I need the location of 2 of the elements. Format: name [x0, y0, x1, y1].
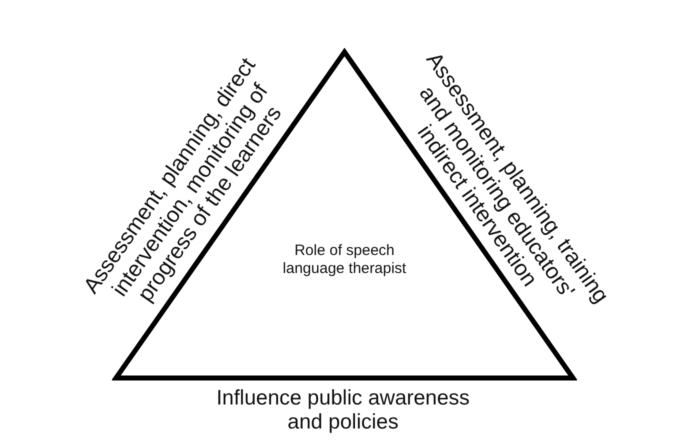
- center-label: Role of speech language therapist: [282, 242, 408, 278]
- side-label: Influence public awareness and policies: [215, 386, 471, 434]
